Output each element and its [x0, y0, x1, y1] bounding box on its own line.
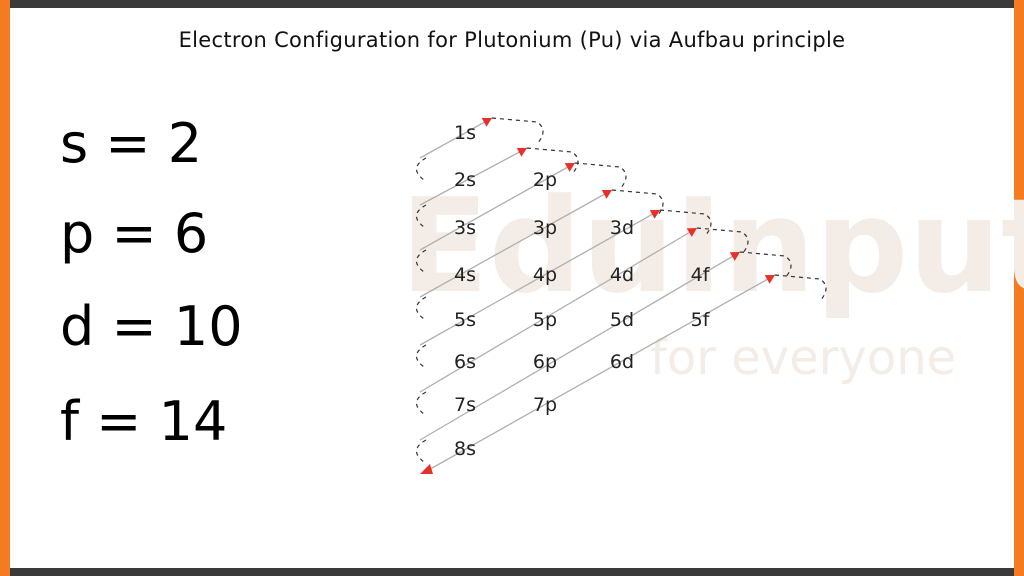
arrow-head: [564, 163, 575, 172]
dashed-loop-left: [415, 296, 427, 320]
diagonal-line: [419, 147, 528, 206]
dashed-loop: [574, 162, 627, 190]
final-arrow-head: [420, 464, 433, 474]
dashed-loop-left: [415, 391, 427, 415]
orbital-4s: 4s: [454, 264, 476, 286]
arrow-head: [601, 190, 612, 199]
watermark-tagline: for everyone: [650, 330, 957, 386]
diagonal-line: [424, 274, 776, 473]
rule-p: p = 6: [60, 202, 209, 265]
rule-s: s = 2: [60, 112, 203, 175]
orbital-3d: 3d: [610, 217, 634, 239]
arrow-head: [481, 118, 492, 127]
frame-bottom-border: [0, 568, 1024, 576]
dashed-loop-left: [415, 249, 427, 273]
dashed-loop-left: [415, 204, 427, 228]
dashed-loop: [739, 251, 792, 279]
orbital-1s: 1s: [454, 122, 476, 144]
diagonal-line: [419, 162, 576, 251]
diagonal-line: [419, 117, 493, 159]
rule-f: f = 14: [60, 390, 228, 453]
orbital-5s: 5s: [454, 309, 476, 331]
orbital-3p: 3p: [533, 217, 557, 239]
dashed-loop: [774, 274, 827, 302]
dashed-loop: [659, 209, 712, 237]
dashed-loop: [611, 189, 664, 217]
orbital-3s: 3s: [454, 217, 476, 239]
page-title: Electron Configuration for Plutonium (Pu…: [178, 28, 846, 52]
orbital-4d: 4d: [610, 264, 634, 286]
orbital-2p: 2p: [533, 169, 557, 191]
dashed-loop: [491, 117, 544, 145]
orbital-6s: 6s: [454, 351, 476, 373]
dashed-loop: [696, 227, 749, 255]
diagonal-line: [419, 189, 613, 298]
diagonal-arrows: [415, 117, 827, 474]
arrow-head: [729, 252, 740, 261]
frame-top-border: [0, 0, 1024, 8]
orbital-8s: 8s: [454, 438, 476, 460]
diagonal-line: [419, 251, 741, 441]
orbital-6p: 6p: [533, 351, 557, 373]
orbital-5f: 5f: [691, 309, 711, 331]
orbital-7s: 7s: [454, 394, 476, 416]
orbital-labels: 1s 2s 2p 3s 3p 3d 4s 4p 4d 4f 5s 5p 5d 5f 6s 6p 6d 7s 7p 8s: [454, 122, 711, 460]
dashed-loop: [526, 147, 579, 175]
dashed-loop-left: [415, 344, 427, 368]
arrow-head: [516, 147, 527, 157]
orbital-5p: 5p: [533, 309, 557, 331]
frame-right-border: [1014, 0, 1024, 576]
rule-d: d = 10: [60, 295, 243, 358]
dashed-loop-left: [415, 157, 427, 181]
diagonal-line: [419, 227, 698, 393]
orbital-2s: 2s: [454, 169, 476, 191]
diagonal-line: [419, 209, 661, 346]
orbital-7p: 7p: [533, 394, 557, 416]
arrow-head: [649, 210, 660, 219]
arrow-head: [686, 228, 697, 237]
orbital-5d: 5d: [610, 309, 634, 331]
orbital-4f: 4f: [691, 264, 711, 286]
watermark-brand: EduInput: [400, 170, 1024, 322]
frame-left-border: [0, 0, 10, 576]
dashed-loop-left: [415, 439, 427, 463]
orbital-4p: 4p: [533, 264, 557, 286]
arrow-head: [764, 275, 775, 284]
orbital-6d: 6d: [610, 351, 634, 373]
